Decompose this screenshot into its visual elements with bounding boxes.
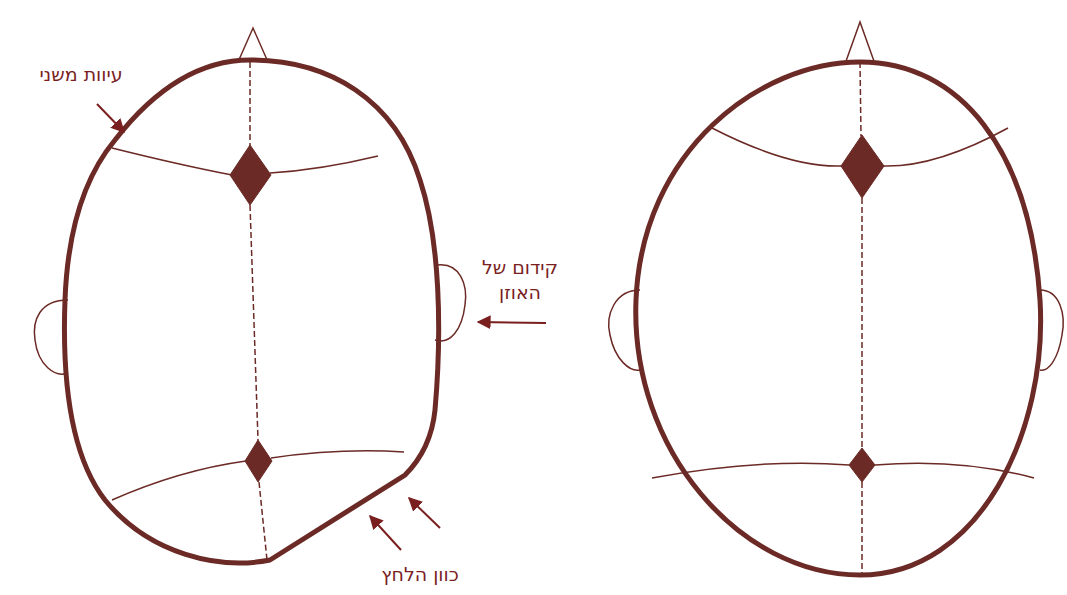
deformity-label: עיוות משני: [6, 62, 156, 87]
skull-outline: [64, 60, 438, 563]
lambdoid-suture: [652, 463, 1034, 478]
posterior-fontanelle: [245, 440, 272, 482]
sagittal-suture: [250, 62, 267, 560]
pressure-label: כוון הלחץ: [340, 562, 500, 587]
leader-arrow: [478, 322, 546, 323]
pressure-arrow: [370, 516, 401, 550]
skull-outline: [636, 62, 1041, 575]
anterior-fontanelle: [841, 135, 884, 198]
anterior-fontanelle: [230, 145, 271, 205]
ear: [1040, 290, 1063, 370]
leader-arrow: [97, 104, 124, 132]
ear-label: קידום של האוזן: [470, 255, 570, 304]
nose-tip: [238, 28, 268, 62]
pressure-arrow: [409, 498, 440, 528]
nose-tip: [845, 22, 875, 64]
posterior-fontanelle: [849, 448, 875, 482]
